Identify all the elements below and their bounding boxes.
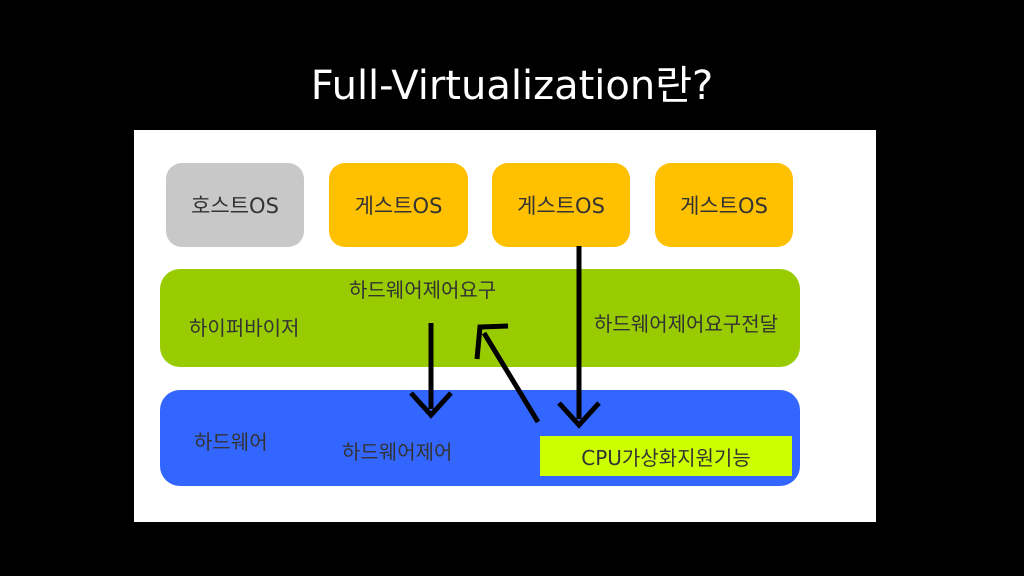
guest-os-box-3: 게스트OS bbox=[655, 163, 793, 247]
guest-os-box-2: 게스트OS bbox=[492, 163, 630, 247]
hardware-control-label: 하드웨어제어 bbox=[342, 440, 453, 464]
host-os-box: 호스트OS bbox=[166, 163, 304, 247]
hardware-label: 하드웨어 bbox=[194, 430, 268, 454]
virtualization-diagram: 호스트OS 게스트OS 게스트OS 게스트OS 하이퍼바이저 하드웨어제어요구 … bbox=[134, 130, 876, 522]
cpu-virtualization-support-box: CPU가상화지원기능 bbox=[540, 436, 792, 476]
slide-title: Full-Virtualization란? bbox=[310, 63, 714, 109]
hardware-request-label: 하드웨어제어요구 bbox=[349, 278, 497, 302]
hardware-request-pass-label: 하드웨어제어요구전달 bbox=[594, 312, 778, 336]
hypervisor-label: 하이퍼바이저 bbox=[189, 316, 300, 340]
guest-os-box-1: 게스트OS bbox=[329, 163, 468, 247]
